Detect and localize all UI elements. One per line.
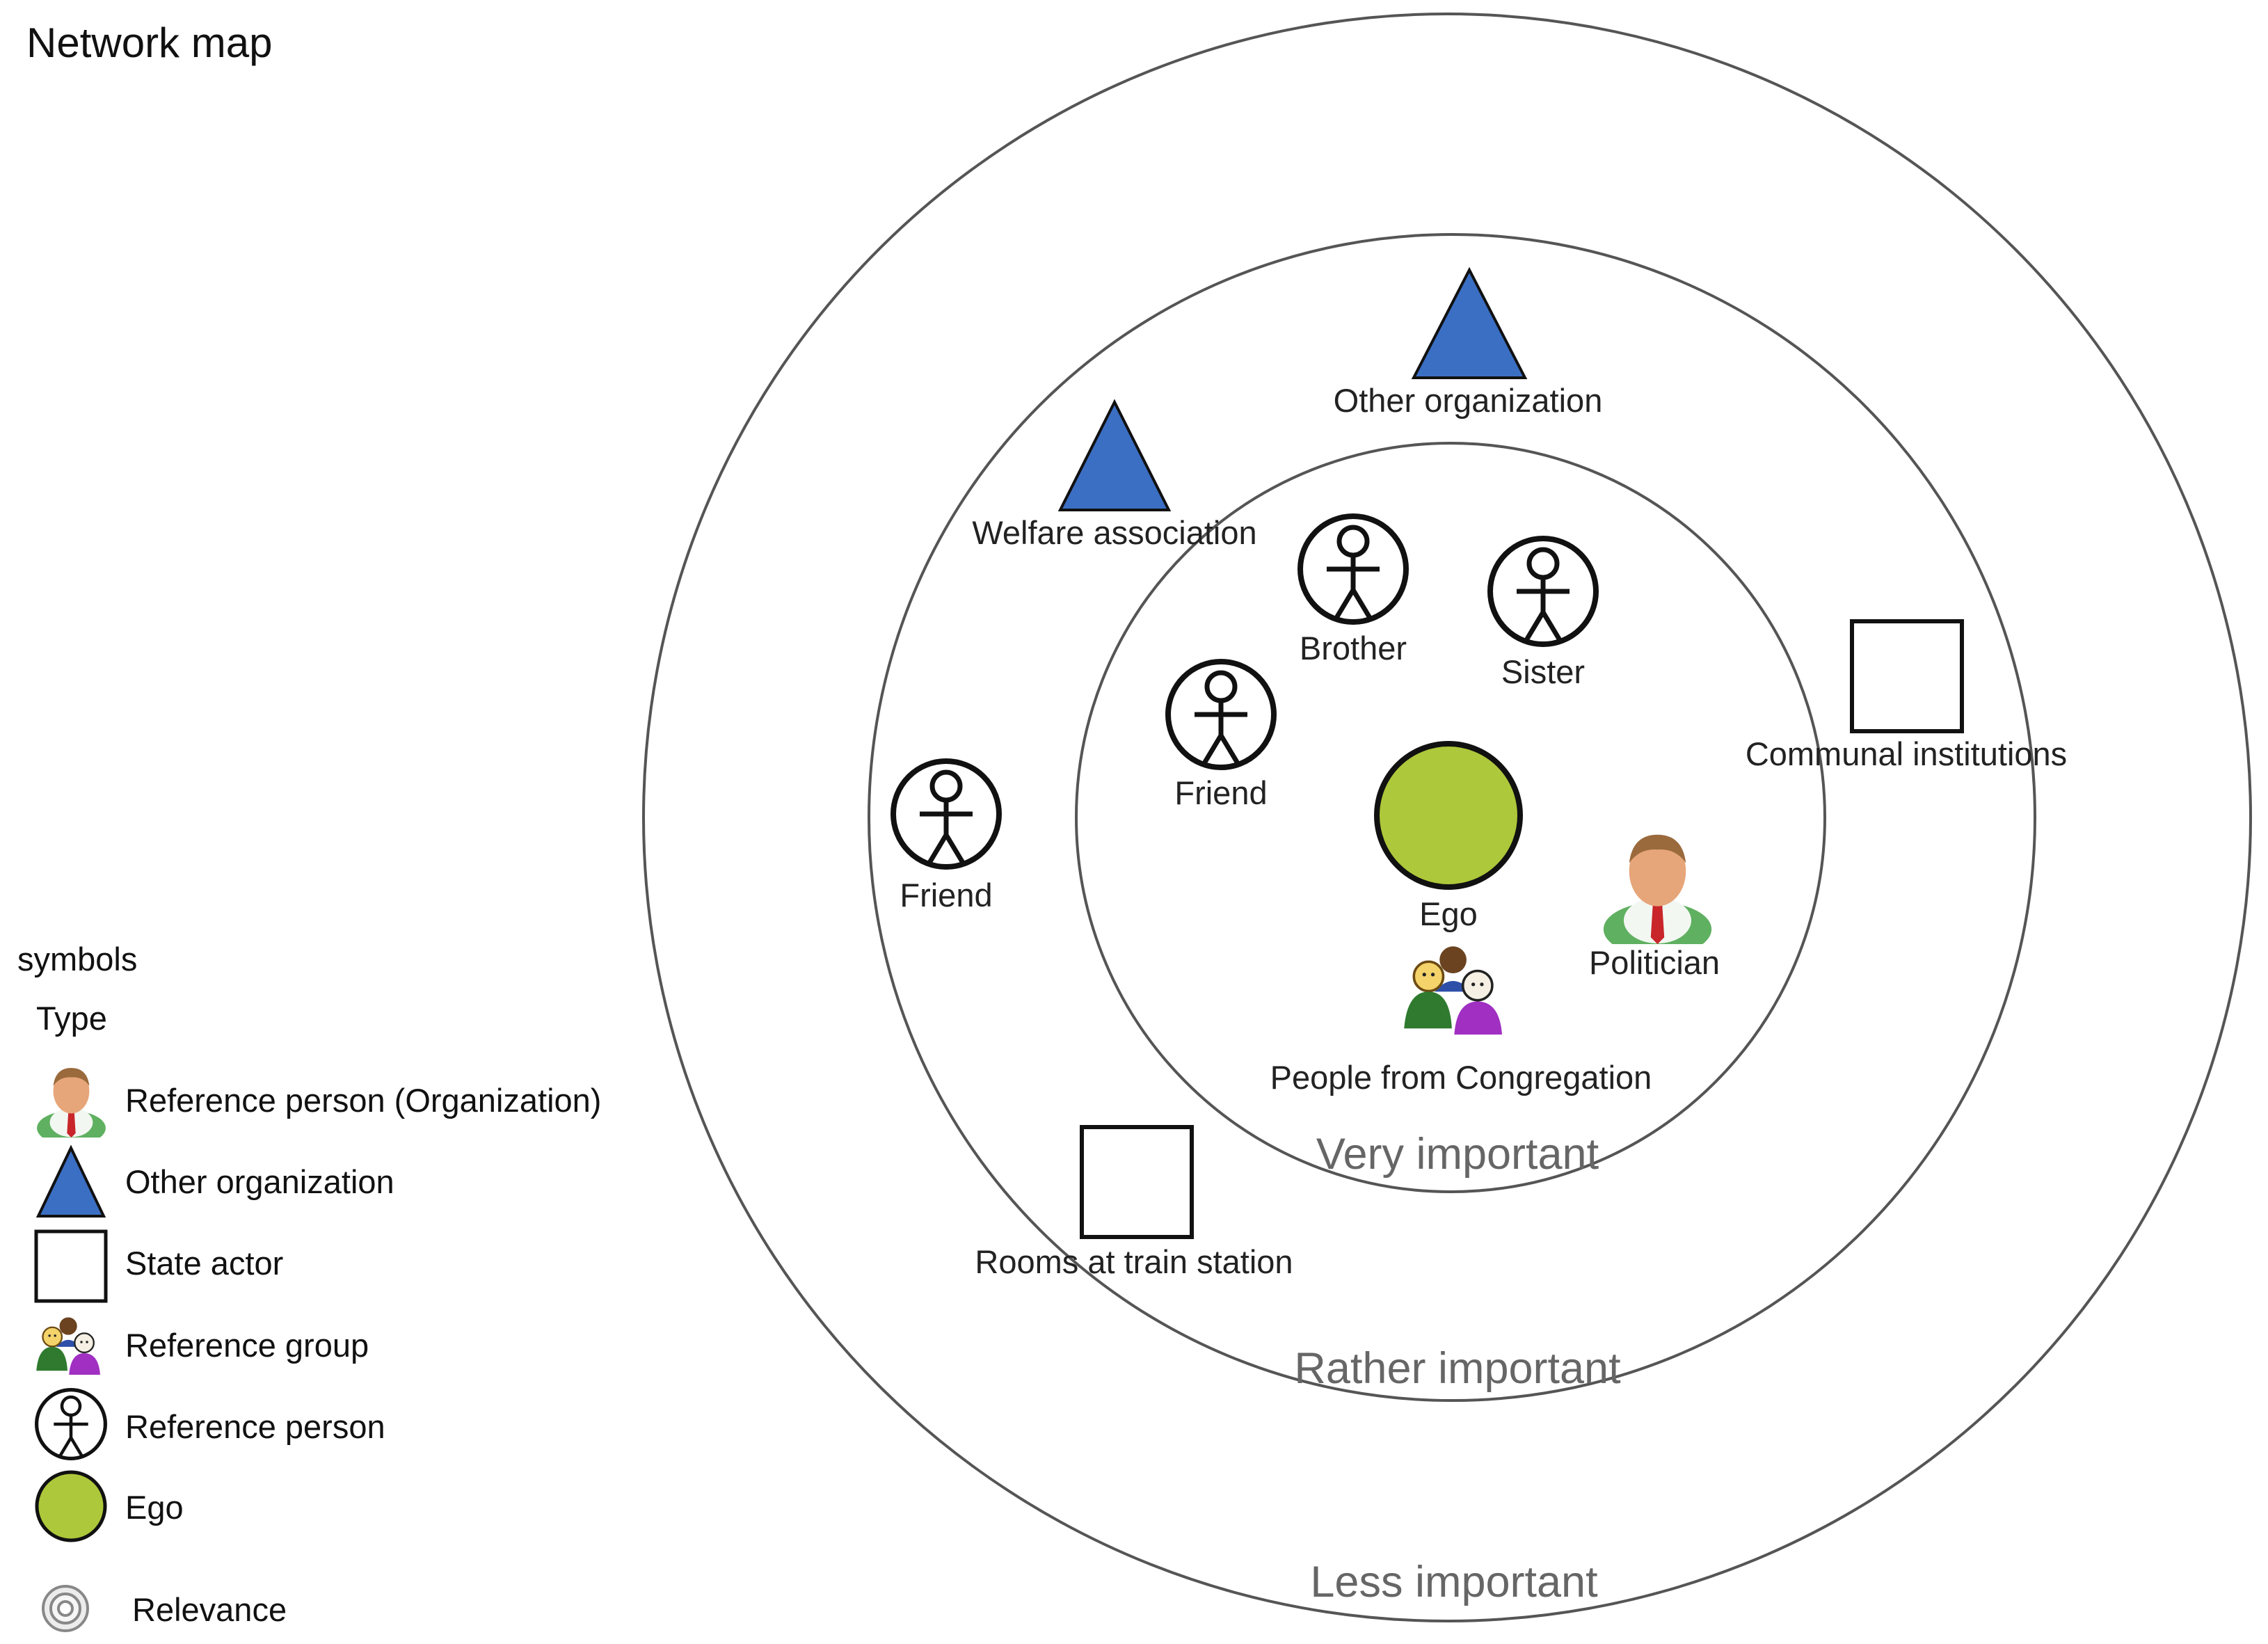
politician-icon	[1603, 834, 1712, 944]
people-from-congregation-group-icon	[1404, 945, 1503, 1035]
ring-very-important	[1075, 442, 1826, 1193]
ring-rather-important	[868, 233, 2036, 1402]
communal-institutions-label: Communal institutions	[1746, 735, 2067, 772]
page-title: Network map	[26, 19, 272, 66]
friend-middle-reference-person-icon	[893, 761, 999, 867]
friend-inner-reference-person-icon	[1168, 662, 1274, 767]
friend-inner-label: Friend	[1174, 774, 1267, 811]
communal-institutions-square-icon	[1850, 619, 1964, 733]
sister-label: Sister	[1501, 653, 1585, 690]
ego-circle-icon	[1374, 741, 1523, 890]
legend-item-label: Relevance	[132, 1591, 287, 1628]
ring-less-important	[642, 13, 2252, 1622]
triangle-icon	[35, 1144, 106, 1218]
group-icon	[36, 1316, 102, 1375]
ring-label-rather-important: Rather important	[1294, 1344, 1621, 1393]
legend-item-label: Other organization	[125, 1163, 394, 1200]
welfare-association-label: Welfare association	[972, 514, 1256, 551]
legend-item-label: Ego	[125, 1489, 184, 1526]
legend-item-label: Reference person (Organization)	[125, 1082, 601, 1119]
people-from-congregation-label: People from Congregation	[1270, 1059, 1652, 1096]
legend-type-heading: Type	[36, 1000, 107, 1037]
sister-reference-person-icon	[1490, 538, 1596, 644]
ego-label: Ego	[1419, 895, 1478, 932]
ring-label-less-important: Less important	[1310, 1558, 1598, 1606]
ring-label-very-important: Very important	[1316, 1130, 1599, 1179]
welfare-association-triangle-icon	[1057, 399, 1172, 511]
other-organization-label: Other organization	[1334, 382, 1603, 419]
friend-middle-label: Friend	[900, 877, 992, 913]
square-icon	[34, 1229, 108, 1303]
legend-item-label: Reference person	[125, 1408, 385, 1445]
politician-icon	[37, 1067, 106, 1138]
legend: symbols Type Reference person (Organizat…	[17, 941, 601, 1632]
other-organization-triangle-icon	[1411, 266, 1528, 379]
rooms-at-train-station-square-icon	[1080, 1125, 1194, 1239]
politician-label: Politician	[1589, 944, 1720, 981]
ego-circle-icon	[35, 1470, 107, 1542]
stick-figure-icon	[37, 1390, 106, 1459]
relevance-rings-icon	[42, 1585, 89, 1632]
legend-heading: symbols	[17, 941, 137, 977]
rooms-at-train-station-label: Rooms at train station	[975, 1243, 1293, 1280]
legend-item-label: State actor	[125, 1245, 283, 1282]
legend-item-label: Reference group	[125, 1327, 369, 1364]
brother-reference-person-icon	[1300, 516, 1406, 622]
brother-label: Brother	[1300, 630, 1407, 667]
